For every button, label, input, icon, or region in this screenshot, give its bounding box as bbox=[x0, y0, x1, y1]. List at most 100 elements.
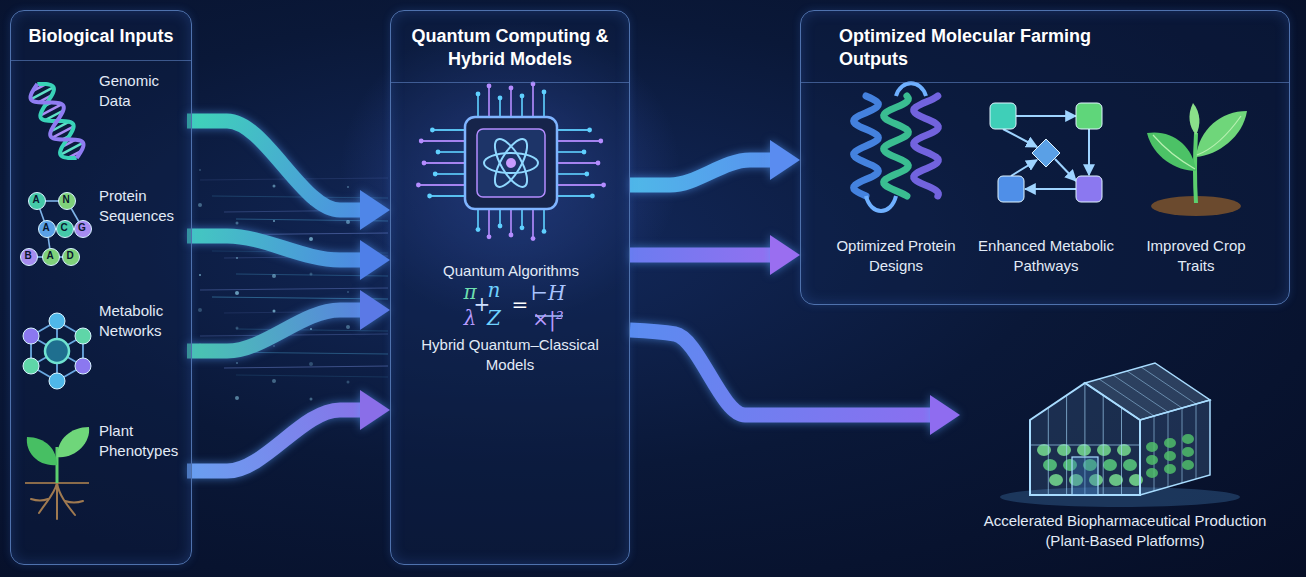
node-label: Plant Phenotypes bbox=[17, 421, 187, 460]
trace-pad bbox=[520, 94, 525, 99]
protein-helix bbox=[884, 96, 909, 196]
pathway-branch bbox=[1032, 139, 1060, 167]
light-dot bbox=[346, 220, 350, 224]
glass-mullion bbox=[1154, 416, 1155, 491]
output-item: Improved Crop Traits bbox=[1121, 71, 1271, 291]
circuit-trace bbox=[430, 195, 466, 197]
flow-arrow bbox=[630, 160, 772, 185]
output-item: Enhanced Metabolic Pathways bbox=[971, 71, 1121, 291]
greenhouse-plant bbox=[1182, 460, 1194, 470]
trace-pad bbox=[433, 172, 438, 177]
formula-symbol: = bbox=[512, 295, 529, 315]
light-dot bbox=[235, 291, 239, 295]
network-node bbox=[49, 313, 65, 329]
node-label: Metabolic Networks bbox=[17, 301, 187, 340]
trace-pad bbox=[509, 86, 514, 91]
circuit-trace bbox=[438, 151, 466, 153]
pathway-step bbox=[1076, 176, 1102, 202]
trace-pad bbox=[601, 183, 606, 188]
residue-bead bbox=[57, 221, 74, 238]
protein-icon bbox=[17, 186, 107, 286]
trace-pad bbox=[590, 194, 595, 199]
greenhouse-door bbox=[1072, 457, 1098, 495]
ribbon-icon bbox=[821, 71, 971, 231]
arrow-head bbox=[930, 395, 960, 435]
residue-letter: G bbox=[78, 223, 86, 233]
residue-bead bbox=[43, 249, 60, 266]
residue-bead bbox=[39, 221, 56, 238]
pathway-arrow bbox=[1003, 129, 1037, 147]
node-label: Genomic Data bbox=[17, 71, 187, 110]
flow-arrow bbox=[187, 410, 362, 471]
plant-root bbox=[39, 483, 57, 513]
greenhouse-platform: Accelerated Biopharmaceutical Production… bbox=[960, 325, 1290, 565]
light-streak bbox=[224, 366, 388, 368]
trace-pad bbox=[422, 161, 427, 166]
network-icon bbox=[17, 301, 97, 401]
plant-root bbox=[56, 483, 58, 519]
network-node bbox=[23, 358, 39, 374]
arrow-head bbox=[770, 140, 800, 180]
trace-pad bbox=[587, 128, 592, 133]
trace-pad bbox=[498, 96, 503, 101]
leaf-vein bbox=[1153, 116, 1241, 169]
chip-icon bbox=[411, 83, 611, 268]
pathway-arrow bbox=[1016, 115, 1076, 117]
light-dot bbox=[309, 237, 313, 241]
crop-icon bbox=[1121, 71, 1271, 231]
trace-pad bbox=[542, 90, 547, 95]
panel-heading: Quantum Computing & Hybrid Models bbox=[391, 11, 629, 83]
node-label: Accelerated Biopharmaceutical Production… bbox=[960, 325, 1290, 550]
trace-pad bbox=[419, 139, 424, 144]
network-hub bbox=[45, 339, 69, 363]
circuit-trace bbox=[499, 208, 501, 226]
atom-orbit bbox=[484, 153, 538, 173]
light-dot bbox=[236, 257, 238, 259]
greenhouse-plant bbox=[1146, 455, 1158, 465]
protein-helix bbox=[854, 96, 879, 196]
plant-leaf bbox=[27, 437, 57, 465]
trace-pad bbox=[582, 150, 587, 155]
quantum-panel: Quantum AlgorithmsQuantum Computing & Hy… bbox=[390, 10, 630, 565]
dna-strand bbox=[26, 78, 88, 164]
residue-bead bbox=[21, 249, 38, 266]
circuit-trace bbox=[521, 96, 523, 118]
greenhouse-plant bbox=[1164, 451, 1176, 461]
circuit-trace bbox=[543, 208, 545, 231]
residue-bead bbox=[75, 221, 92, 238]
plant-root bbox=[65, 501, 83, 503]
glass-mullion bbox=[1141, 367, 1196, 404]
pathway-arrow bbox=[1055, 159, 1076, 181]
trace-pad bbox=[436, 150, 441, 155]
network-node bbox=[75, 328, 91, 344]
network-node bbox=[75, 358, 91, 374]
residue-bead bbox=[29, 193, 46, 210]
light-dot bbox=[198, 308, 202, 312]
circuit-trace bbox=[418, 184, 466, 186]
trace-pad bbox=[509, 233, 514, 238]
chip-body bbox=[465, 117, 557, 209]
input-panel: Genomic DataProtein SequencesMetabolic N… bbox=[10, 10, 192, 565]
dna-strand bbox=[26, 78, 88, 164]
residue-bead bbox=[59, 193, 76, 210]
light-dot bbox=[309, 362, 313, 366]
circuit-trace bbox=[556, 184, 604, 186]
atom-orbit bbox=[489, 135, 533, 192]
formula-symbol: λ bbox=[464, 308, 477, 328]
arrow-head bbox=[360, 390, 390, 430]
greenhouse-plant bbox=[1182, 447, 1194, 457]
light-dot bbox=[199, 169, 201, 171]
circuit-trace bbox=[488, 86, 490, 118]
flow-arrow bbox=[187, 121, 362, 210]
protein-loop bbox=[866, 83, 926, 211]
residue-letter: A bbox=[32, 195, 39, 205]
output-item: Optimized Protein Designs bbox=[821, 71, 971, 291]
circuit-trace bbox=[556, 173, 587, 175]
trace-pad bbox=[542, 229, 547, 234]
plant-root bbox=[31, 499, 48, 501]
arrow-head bbox=[360, 190, 390, 230]
protein-helix bbox=[914, 96, 939, 196]
node-label: Optimized Protein Designs bbox=[821, 71, 971, 275]
arrow-head bbox=[360, 240, 390, 280]
greenhouse-front bbox=[1030, 383, 1140, 495]
